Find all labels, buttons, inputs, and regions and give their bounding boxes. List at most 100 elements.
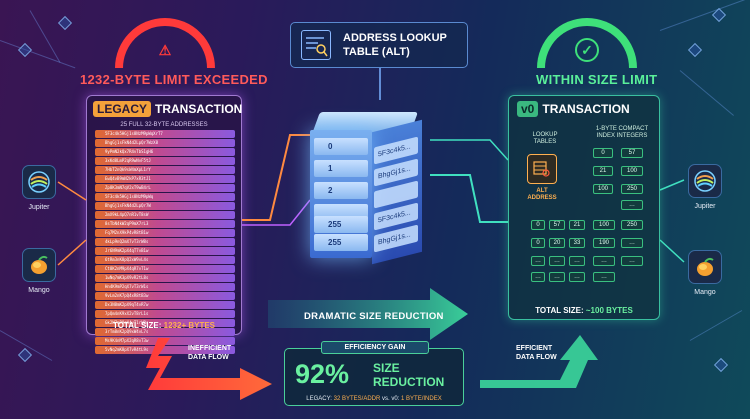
compact-label-line2: INDEX INTEGERS	[596, 133, 648, 139]
legacy-total-value: 1232+ BYTES	[163, 321, 216, 330]
index-cell: 250	[621, 220, 643, 230]
index-cell: 0	[531, 220, 545, 230]
address-row: 1wNq7mK3pX9vR2tL8s	[95, 273, 235, 282]
compact-index-label: 1-BYTE COMPACT INDEX INTEGERS	[587, 126, 657, 140]
lookup-label-line1: LOOKUP	[532, 132, 558, 138]
inefficient-flow-label: INEFFICIENT DATA FLOW	[188, 344, 231, 362]
address-row: 3rTm8nK2pQ9xW4vL7s	[95, 327, 235, 336]
legacy-total-size: TOTAL SIZE: 1232+ BYTES	[87, 321, 241, 330]
efficient-line2: DATA FLOW	[516, 354, 557, 361]
address-row: Dx3N8mK2pX9qT4vR7w	[95, 300, 235, 309]
mango-logo-icon	[697, 257, 714, 276]
legacy-panel-title: LEGACY TRANSACTION	[93, 101, 242, 117]
alt-title: ADDRESS LOOKUP TABLE (ALT)	[343, 31, 447, 59]
within-limit-headline: WITHIN SIZE LIMIT	[536, 72, 658, 87]
efficiency-gain-box: EFFICIENCY GAIN 92% SIZE REDUCTION LEGAC…	[284, 341, 464, 406]
inefficient-line1: INEFFICIENT	[188, 345, 232, 352]
mango-app-tile-right[interactable]	[688, 250, 722, 284]
address-row: 7HbT2nQk9sW4mXpL1rY	[95, 165, 235, 175]
legacy-transaction-panel: LEGACY TRANSACTION 25 FULL 32-BYTE ADDRE…	[86, 95, 242, 354]
efficient-flow-label: EFFICIENT DATA FLOW	[516, 344, 557, 362]
lookup-label-line2: TABLES	[533, 139, 557, 145]
index-cell: 100	[621, 166, 643, 176]
jupiter-app-tile[interactable]	[22, 165, 56, 199]
limit-exceeded-headline: 1232-BYTE LIMIT EXCEEDED	[80, 72, 268, 87]
address-row: 2mX9kL4pQ7nR1vT8sW	[95, 210, 235, 220]
address-row: Jr6N9mK2pX4qT7vB1w	[95, 246, 235, 255]
eff-vs: vs.	[382, 396, 390, 402]
index-cell-ellipsis: …	[569, 256, 585, 266]
index-cell-ellipsis: …	[531, 272, 545, 282]
address-row: 6tRm3nK8pQ2xW9vL4s	[95, 255, 235, 264]
index-cell-ellipsis: …	[621, 200, 643, 210]
v0-total-value: ~100 BYTES	[585, 306, 633, 315]
address-row: BhgGj1sFkN4d2LpQr7W	[95, 201, 235, 211]
index-cell-ellipsis: …	[549, 256, 565, 266]
efficiency-line2: REDUCTION	[373, 375, 445, 389]
compact-label-line1: 1-BYTE COMPACT	[595, 126, 649, 132]
alt-slot-index: 1	[314, 160, 368, 177]
alt-address-label: ALT ADDRESS	[521, 188, 563, 202]
efficiency-percent: 92%	[295, 359, 350, 389]
eff-v0-value: 1 BYTE/INDEX	[401, 396, 442, 402]
mango-label: Mango	[28, 287, 50, 294]
index-cell: 57	[549, 220, 565, 230]
address-row: EwQ4vB9mN2kP7xR3tJ1	[95, 174, 235, 184]
address-row: Fq7M2nX9kP4vR8tB1w	[95, 228, 235, 238]
index-cell: 21	[569, 220, 585, 230]
efficiency-legend: LEGACY: 32 BYTES/ADDR vs. v0: 1 BYTE/IND…	[285, 396, 463, 402]
check-icon: ✓	[575, 38, 599, 62]
v0-total-label: TOTAL SIZE:	[535, 306, 584, 315]
alt-slot-index: 255	[314, 216, 368, 233]
v0-transaction-panel: v0 TRANSACTION LOOKUP TABLES 1-BYTE COMP…	[508, 95, 660, 320]
alt-address-line1: ALT	[536, 188, 548, 194]
index-cell: 100	[593, 220, 615, 230]
alt-header: ADDRESS LOOKUP TABLE (ALT)	[290, 22, 468, 68]
address-row: Ct8K2nM9pX4qR7vT1w	[95, 264, 235, 273]
jupiter-app-tile-right[interactable]	[688, 164, 722, 198]
legacy-total-label: TOTAL SIZE:	[112, 321, 162, 330]
address-row: Hn4K9mP2qX7vT3rW1s	[95, 282, 235, 291]
jupiter-label: Jupiter	[28, 204, 50, 211]
size-reduction-label: DRAMATIC SIZE REDUCTION	[304, 311, 444, 322]
address-row: 8sTbN4kW2qP9mX7rL3	[95, 219, 235, 229]
inefficient-line2: DATA FLOW	[188, 354, 229, 361]
address-row: 5vNq2mK8pX7vR4tL9s	[95, 345, 235, 354]
index-cell: 0	[593, 148, 613, 158]
legacy-title-text: TRANSACTION	[155, 102, 243, 116]
index-cell-ellipsis: …	[621, 238, 643, 248]
address-row: Zp8K3mN7qV2xT9wB4rL	[95, 183, 235, 193]
alt-slot-index: 0	[314, 138, 368, 155]
address-row: 3xKd8LmP2qR9wNvF5tJ	[95, 156, 235, 166]
address-row: 9yPmN2kQx7R4vTbS1gH6	[95, 147, 235, 157]
alt-address-line2: ADDRESS	[527, 195, 557, 201]
address-row: Gk2N7mP9qX4vT1rW8s	[95, 318, 235, 327]
eff-legacy-label: LEGACY:	[306, 396, 332, 402]
efficient-line1: EFFICIENT	[516, 345, 553, 352]
alt-server-tower: 0 1 2 255 255 5F3c4k5... BhgGj1s... 5F3c…	[300, 112, 430, 265]
v0-title-text: TRANSACTION	[542, 102, 630, 116]
address-row: 9vLm2nK7pQ4xR8tB3w	[95, 291, 235, 300]
legacy-subtitle: 25 FULL 32-BYTE ADDRESSES	[120, 122, 208, 128]
lookup-tables-label: LOOKUP TABLES	[525, 132, 565, 146]
index-cell: 250	[621, 184, 643, 194]
within-limit-gauge: ✓	[537, 18, 637, 68]
index-cell-ellipsis: …	[621, 256, 643, 266]
mango-label-right: Mango	[694, 289, 716, 296]
index-cell: 57	[621, 148, 643, 158]
eff-v0-label: v0:	[391, 396, 400, 402]
index-cell-ellipsis: …	[549, 272, 565, 282]
mango-app-tile[interactable]	[22, 248, 56, 282]
jupiter-logo-icon	[694, 170, 716, 192]
address-row: 5F3c4k5HGj1s8NzM9pWqXrT7	[95, 130, 235, 139]
address-row: 4kLp9nQ2mX7vT3rW8s	[95, 237, 235, 246]
jupiter-logo-icon	[28, 171, 50, 193]
alt-title-line1: ADDRESS LOOKUP	[343, 32, 447, 44]
efficiency-line1: SIZE	[373, 361, 400, 375]
index-cell: 33	[569, 238, 585, 248]
index-cell-ellipsis: …	[531, 256, 545, 266]
address-row: 7pQm4nK9xX2vT8rL1s	[95, 309, 235, 318]
index-cell: 21	[593, 166, 613, 176]
